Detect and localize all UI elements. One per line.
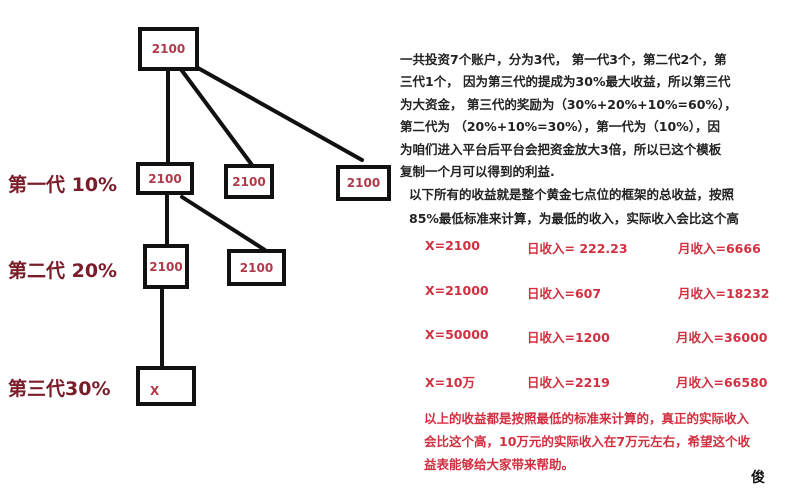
income-principal: X=10万 xyxy=(425,375,476,390)
income-monthly: 月收入=66580 xyxy=(676,375,768,390)
tree-node-gen1: 2100 xyxy=(336,165,391,201)
income-monthly: 月收入=36000 xyxy=(676,330,768,345)
intro-line: 为咱们进入平台后平台会把资金放大3倍，所以已这个模板 xyxy=(400,142,722,157)
income-monthly: 月收入=18232 xyxy=(678,286,770,301)
generation-label-3: 第三代30% xyxy=(8,378,111,400)
income-principal: X=50000 xyxy=(425,327,489,342)
generation-label-1: 第一代 10% xyxy=(8,174,118,196)
connector-root-gen1-b xyxy=(178,66,254,167)
signature: 俊 xyxy=(751,470,765,486)
tree-node-root: 2100 xyxy=(138,27,199,71)
footer-line: 以上的收益都是按照最低的标准来计算的，真正的实际收入 xyxy=(424,411,750,426)
income-monthly: 月收入=6666 xyxy=(678,241,761,256)
income-principal: X=2100 xyxy=(425,238,480,253)
tree-node-gen1: 2100 xyxy=(224,164,274,199)
intro-line: 为大资金， 第三代的奖励为（30%+20%+10%=60%）， xyxy=(400,97,737,112)
income-daily: 日收入=1200 xyxy=(527,330,610,345)
connector-gen1-gen2-b xyxy=(180,195,267,252)
footer-line: 益表能够给大家带来帮助。 xyxy=(424,457,575,472)
intro-line: 第二代为 （20%+10%=30%），第一代为（10%），因 xyxy=(400,119,720,134)
income-daily: 日收入=2219 xyxy=(527,375,610,390)
income-principal: X=21000 xyxy=(425,283,489,298)
intro-line: 复制一个月可以得到的利益. xyxy=(400,164,555,179)
basis-line: 以下所有的收益就是整个黄金七点位的框架的总收益，按照 xyxy=(409,187,735,202)
connector-root-gen1-c xyxy=(196,66,364,162)
intro-line: 一共投资7个账户，分为3代， 第一代3个，第二代2个，第 xyxy=(400,52,727,67)
income-daily: 日收入=607 xyxy=(527,286,602,301)
generation-label-2: 第二代 20% xyxy=(8,260,118,282)
footer-line: 会比这个高，10万元的实际收入在7万元左右，希望这个收 xyxy=(424,434,751,449)
basis-line: 85%最低标准来计算，为最低的收入，实际收入会比这个高 xyxy=(409,211,739,226)
tree-node-gen2: 2100 xyxy=(227,249,286,286)
tree-node-gen2: 2100 xyxy=(143,244,189,289)
tree-node-gen3: X xyxy=(136,366,196,406)
tree-node-gen1: 2100 xyxy=(136,162,194,195)
intro-line: 三代1个， 因为第三代的提成为30%最大收益，所以第三代 xyxy=(400,74,731,89)
income-daily: 日收入= 222.23 xyxy=(527,241,628,256)
